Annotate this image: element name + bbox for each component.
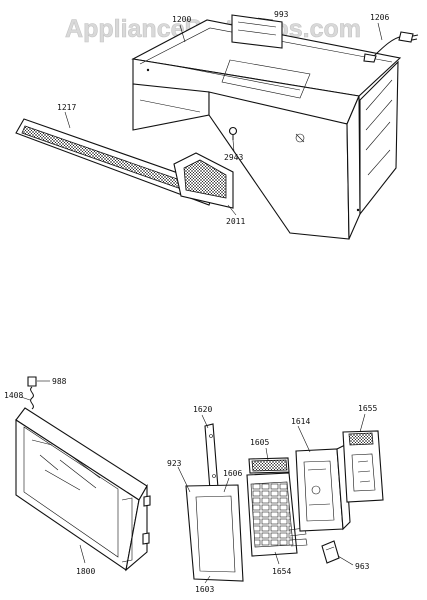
label-988: 988 xyxy=(52,377,67,386)
label-923: 923 xyxy=(167,459,182,468)
outer-case xyxy=(131,19,402,240)
label-1206: 1206 xyxy=(370,13,389,22)
power-cord xyxy=(363,31,419,63)
label-1603: 1603 xyxy=(195,585,214,594)
small-bracket xyxy=(321,540,340,564)
panel-bracket xyxy=(204,423,219,491)
label-1614: 1614 xyxy=(291,417,310,426)
label-963: 963 xyxy=(355,562,370,571)
back-panel xyxy=(231,14,399,216)
screw xyxy=(228,126,238,140)
leader-lines xyxy=(20,17,383,584)
door-assembly xyxy=(15,376,151,572)
label-1655: 1655 xyxy=(358,404,377,413)
panel-frame xyxy=(185,484,244,582)
label-1217: 1217 xyxy=(57,103,76,112)
label-2943: 2943 xyxy=(224,153,243,162)
control-housing xyxy=(295,444,351,532)
label-1654: 1654 xyxy=(272,567,291,576)
keypad-membrane xyxy=(246,472,308,557)
label-2011: 2011 xyxy=(226,217,245,226)
label-1200: 1200 xyxy=(172,15,191,24)
label-993: 993 xyxy=(274,10,289,19)
label-1800: 1800 xyxy=(76,567,95,576)
label-1620: 1620 xyxy=(193,405,212,414)
vent-grille xyxy=(173,152,234,209)
circuit-board xyxy=(342,430,384,503)
label-1605: 1605 xyxy=(250,438,269,447)
label-1408: 1408 xyxy=(4,391,23,400)
display-window xyxy=(248,457,290,474)
label-1606: 1606 xyxy=(223,469,242,478)
